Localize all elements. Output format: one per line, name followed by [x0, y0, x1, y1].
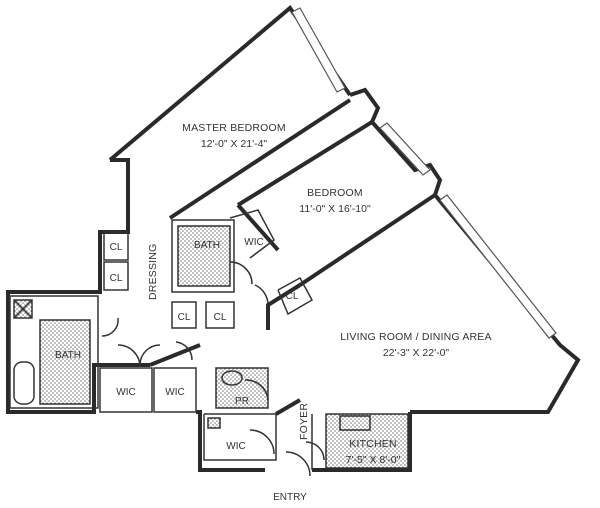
- closet-top-label: CL: [110, 242, 123, 253]
- windows: [291, 7, 557, 339]
- wic-bath-label: WIC: [244, 237, 263, 248]
- door-swings: [101, 261, 325, 477]
- foyer-label: FOYER: [298, 403, 310, 440]
- closet-bottom-left-label: CL: [178, 312, 191, 323]
- living-room-label: LIVING ROOM / DINING AREA: [340, 331, 491, 343]
- outer-walls: [6, 5, 581, 472]
- wic-left-label: WIC: [116, 387, 135, 398]
- wic-mid-label: WIC: [165, 387, 184, 398]
- living-room-dims: 22'-3" X 22'-0": [383, 347, 450, 359]
- bedroom-label: BEDROOM: [307, 187, 363, 199]
- interior-walls: [9, 98, 437, 470]
- dressing-label: DRESSING: [147, 244, 159, 300]
- master-bedroom-label: MASTER BEDROOM: [182, 122, 286, 134]
- closet-bedroom-label: CL: [286, 291, 299, 302]
- closet-bottom-right-label: CL: [214, 312, 227, 323]
- bath-mid-label: BATH: [194, 240, 220, 251]
- master-bedroom-dims: 12'-0" X 21'-4": [201, 138, 268, 150]
- pr-label: PR: [235, 396, 249, 407]
- kitchen-dims: 7'-5" X 8'-0": [346, 454, 401, 466]
- bath-left-label: BATH: [55, 350, 81, 361]
- closet-mid-label: CL: [110, 273, 123, 284]
- bedroom-dims: 11'-0" X 16'-10": [299, 203, 371, 215]
- wic-foyer-label: WIC: [226, 441, 245, 452]
- entry-label: ENTRY: [273, 492, 307, 503]
- kitchen-label: KITCHEN: [349, 438, 397, 450]
